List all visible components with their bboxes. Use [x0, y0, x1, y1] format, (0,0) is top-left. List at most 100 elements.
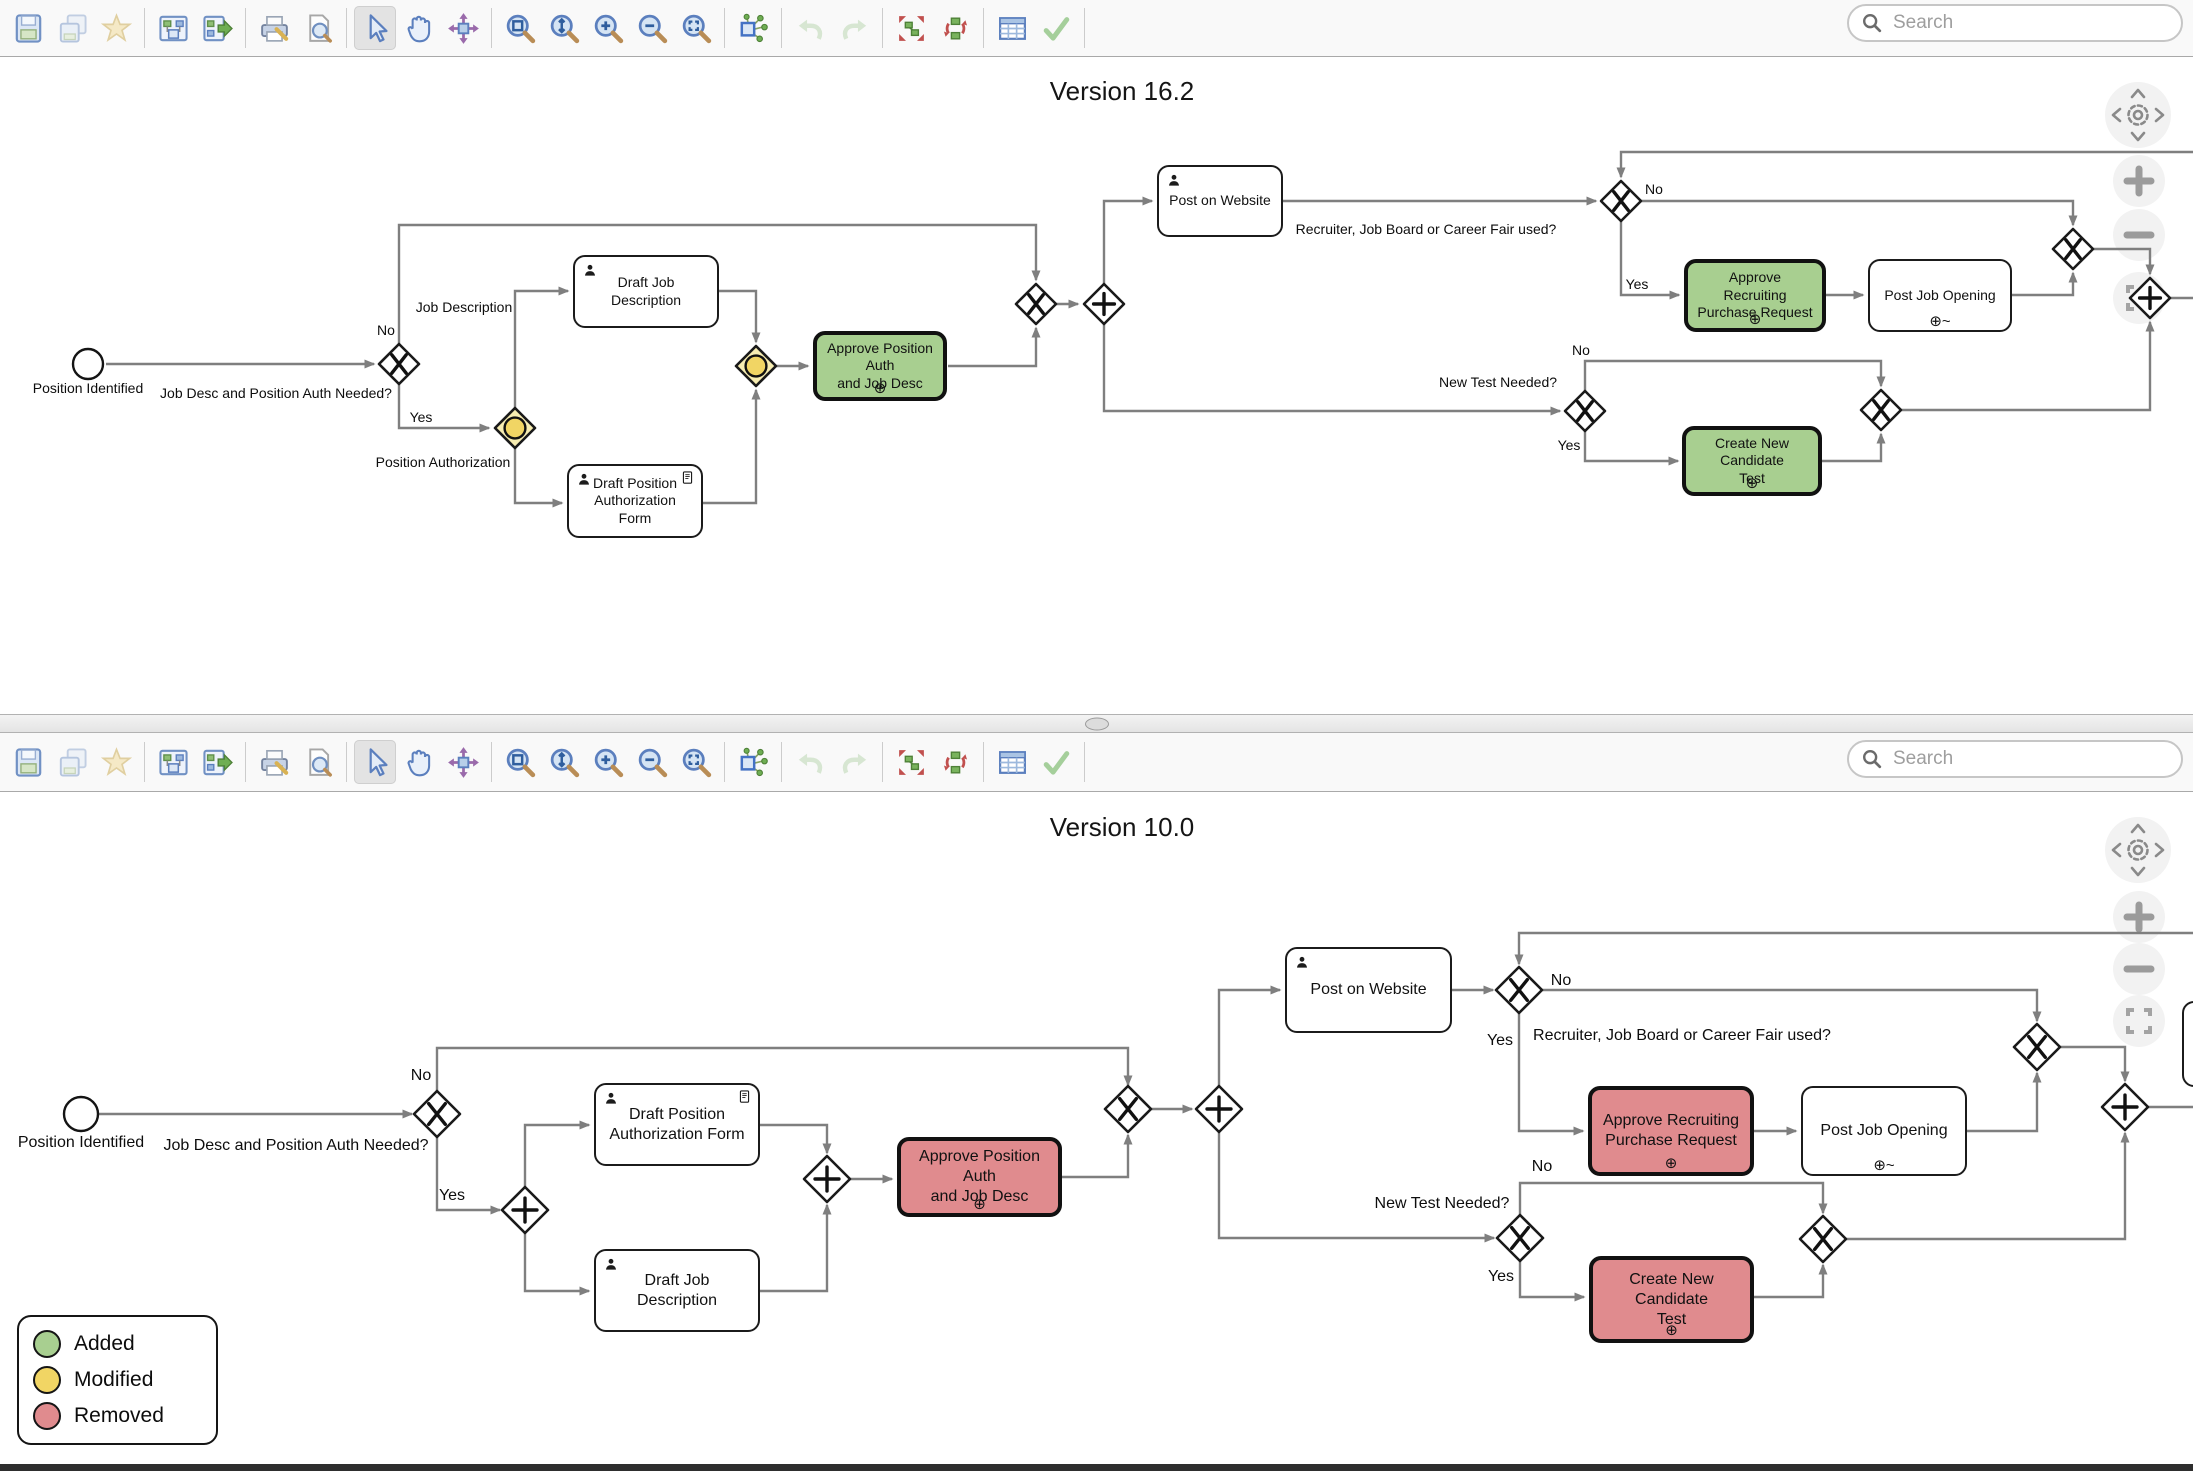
task-draft-position-authorization-form[interactable]: Draft Position Authorization Form: [594, 1083, 760, 1166]
search-input-top[interactable]: [1891, 11, 2169, 35]
fit-screen-button[interactable]: [2113, 272, 2165, 324]
sequence-flow[interactable]: [1102, 196, 1154, 284]
task-approve-recruiting-purchase-request[interactable]: Approve Recruiting Purchase Request⊕: [1684, 259, 1826, 332]
move-tool-button[interactable]: [442, 6, 484, 50]
move-tool-button[interactable]: [442, 740, 484, 784]
nav-pad[interactable]: [2105, 817, 2171, 883]
sequence-flow[interactable]: [1518, 1261, 1586, 1302]
zoom-in-button[interactable]: [2113, 891, 2165, 943]
gateway-parallel[interactable]: [500, 1185, 550, 1235]
favorite-button[interactable]: [95, 740, 137, 784]
zoom-fit-height-button[interactable]: [543, 740, 585, 784]
search-box-bottom[interactable]: [1847, 740, 2183, 778]
favorite-button[interactable]: [95, 6, 137, 50]
pane-splitter[interactable]: [0, 714, 2193, 733]
gateway-exclusive[interactable]: [2051, 227, 2095, 271]
zoom-in-button[interactable]: [2113, 155, 2165, 207]
task-approve-position-auth-and-job-desc[interactable]: Approve Position Auth and Job Desc⊕: [897, 1137, 1062, 1217]
task-node[interactable]: [2182, 1001, 2193, 1087]
zoom-out-button[interactable]: [631, 6, 673, 50]
gateway-inclusive-modified[interactable]: [734, 344, 778, 388]
pan-tool-button[interactable]: [398, 740, 440, 784]
save-all-button[interactable]: [51, 740, 93, 784]
export-diagram-button[interactable]: [196, 6, 238, 50]
gateway-exclusive[interactable]: [1859, 388, 1903, 432]
auto-layout-button[interactable]: [732, 6, 774, 50]
gateway-parallel[interactable]: [802, 1154, 852, 1204]
search-box-top[interactable]: [1847, 4, 2183, 42]
gateway-exclusive[interactable]: [1014, 282, 1058, 326]
redo-button[interactable]: [833, 6, 875, 50]
task-create-new-candidate-test[interactable]: Create New Candidate Test⊕: [1682, 426, 1822, 496]
table-view-button[interactable]: [991, 6, 1033, 50]
sequence-flow[interactable]: [1616, 150, 2193, 179]
gateway-exclusive[interactable]: [1103, 1084, 1153, 1134]
refresh-layout-button[interactable]: [934, 6, 976, 50]
import-diagram-button[interactable]: [152, 6, 194, 50]
print-button[interactable]: [253, 6, 295, 50]
gateway-parallel[interactable]: [1082, 282, 1126, 326]
gateway-exclusive[interactable]: [2012, 1022, 2062, 1072]
pan-tool-button[interactable]: [398, 6, 440, 50]
task-create-new-candidate-test[interactable]: Create New Candidate Test⊕: [1589, 1256, 1754, 1343]
splitter-handle[interactable]: [1084, 717, 1109, 730]
task-draft-job-description[interactable]: Draft Job Description: [594, 1249, 760, 1332]
start-event[interactable]: [62, 1095, 100, 1133]
gateway-exclusive[interactable]: [1798, 1214, 1848, 1264]
fit-to-window-button[interactable]: [890, 740, 932, 784]
print-preview-button[interactable]: [297, 6, 339, 50]
export-diagram-button[interactable]: [196, 740, 238, 784]
sequence-flow[interactable]: [2012, 271, 2078, 297]
fit-to-window-button[interactable]: [890, 6, 932, 50]
sequence-flow[interactable]: [760, 1123, 832, 1155]
select-tool-button[interactable]: [354, 6, 396, 50]
task-post-job-opening[interactable]: Post Job Opening⊕~: [1801, 1086, 1967, 1176]
sequence-flow[interactable]: [2060, 1045, 2130, 1083]
task-post-job-opening[interactable]: Post Job Opening⊕~: [1868, 259, 2012, 332]
task-draft-job-description[interactable]: Draft Job Description: [573, 255, 719, 328]
sequence-flow[interactable]: [1217, 1132, 1496, 1243]
nav-pad[interactable]: [2105, 82, 2171, 148]
task-approve-position-auth-and-job-desc[interactable]: Approve Position Auth and Job Desc⊕: [813, 331, 947, 401]
sequence-flow[interactable]: [1102, 324, 1562, 416]
sequence-flow[interactable]: [1583, 431, 1680, 466]
task-draft-position-authorization-form[interactable]: Draft Position Authorization Form: [567, 464, 703, 538]
print-preview-button[interactable]: [297, 740, 339, 784]
sequence-flow[interactable]: [1062, 1133, 1133, 1179]
zoom-out-button[interactable]: [2113, 209, 2165, 261]
sequence-flow[interactable]: [513, 448, 564, 508]
start-event[interactable]: [71, 347, 105, 381]
zoom-region-button[interactable]: [499, 6, 541, 50]
sequence-flow[interactable]: [1217, 985, 1282, 1086]
sequence-flow[interactable]: [719, 289, 761, 344]
search-input-bottom[interactable]: [1891, 747, 2169, 771]
sequence-flow[interactable]: [1967, 1071, 2042, 1133]
gateway-exclusive[interactable]: [412, 1089, 462, 1139]
task-post-on-website[interactable]: Post on Website: [1157, 165, 1283, 237]
zoom-region-button[interactable]: [499, 740, 541, 784]
sequence-flow[interactable]: [435, 1046, 1133, 1094]
zoom-in-button[interactable]: [587, 6, 629, 50]
sequence-flow[interactable]: [513, 286, 570, 408]
fit-screen-button[interactable]: [2113, 995, 2165, 1047]
undo-button[interactable]: [789, 740, 831, 784]
validate-button[interactable]: [1035, 6, 1077, 50]
sequence-flow[interactable]: [1518, 1181, 1828, 1215]
refresh-layout-button[interactable]: [934, 740, 976, 784]
auto-layout-button[interactable]: [732, 740, 774, 784]
task-approve-recruiting-purchase-request[interactable]: Approve Recruiting Purchase Request⊕: [1588, 1086, 1754, 1176]
sequence-flow[interactable]: [948, 326, 1041, 368]
sequence-flow[interactable]: [703, 388, 761, 505]
sequence-flow[interactable]: [1901, 320, 2155, 412]
save-all-button[interactable]: [51, 6, 93, 50]
zoom-fit-height-button[interactable]: [543, 6, 585, 50]
gateway-exclusive[interactable]: [377, 342, 421, 386]
gateway-inclusive-modified[interactable]: [493, 406, 537, 450]
sequence-flow[interactable]: [523, 1120, 591, 1187]
sequence-flow[interactable]: [1542, 988, 2042, 1023]
sequence-flow[interactable]: [1754, 1263, 1828, 1299]
gateway-parallel[interactable]: [2100, 1082, 2150, 1132]
sequence-flow[interactable]: [1641, 199, 2078, 227]
sequence-flow[interactable]: [1514, 931, 2193, 966]
gateway-parallel[interactable]: [1194, 1084, 1244, 1134]
